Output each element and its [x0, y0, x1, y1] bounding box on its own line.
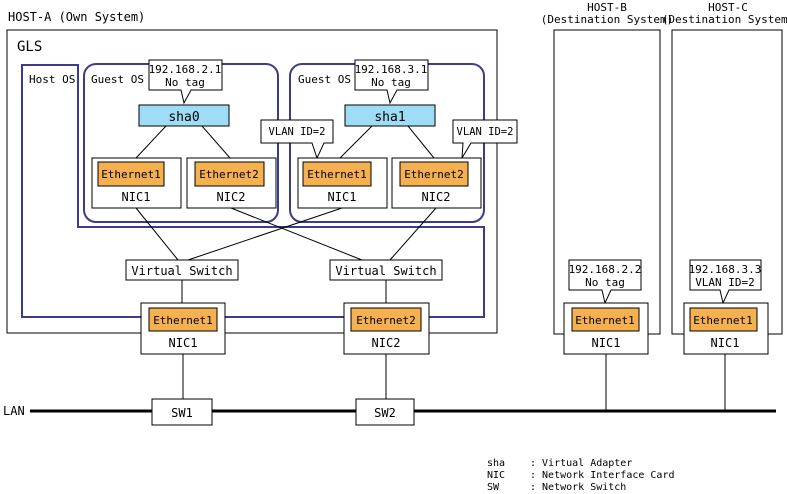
host-c-nic-label: NIC1 [711, 336, 740, 350]
guest2-tag: No tag [371, 76, 411, 89]
host-os-outline [21, 64, 485, 318]
vlan-callout-1-text: VLAN ID=2 [269, 126, 326, 138]
virtual-switch-1-label: Virtual Switch [131, 264, 232, 278]
link-g2nic1-vs1 [187, 207, 343, 261]
host-nic2-eth [350, 307, 422, 332]
vlan-callout-2-text: VLAN ID=2 [457, 126, 514, 138]
guest1-nic2-label: NIC2 [217, 190, 246, 204]
host-b-callout [568, 259, 642, 305]
link-sha0-eth1 [135, 125, 167, 159]
host-c-callout [689, 259, 762, 305]
legend-term-nic: NIC [487, 470, 505, 481]
sw2-label: SW2 [374, 406, 396, 420]
host-b-name: HOST-B [587, 1, 627, 14]
guest2-nic2-eth [399, 161, 469, 187]
legend-desc-sw: : Network Switch [530, 482, 626, 493]
link-sha0-eth2 [201, 125, 231, 159]
guest2-nic1-eth [302, 161, 372, 187]
host-c-nic-eth [689, 307, 758, 332]
host-nic2-eth-label: Ethernet2 [356, 314, 416, 327]
link-g1nic1-vs1 [135, 207, 179, 261]
host-b-nic-eth [571, 307, 640, 332]
host-c-tag: VLAN ID=2 [695, 276, 755, 289]
guest1-callout [148, 59, 223, 105]
link-sha1-eth1 [339, 125, 373, 159]
legend-desc-nic: : Network Interface Card [530, 470, 675, 481]
guest1-ip: 192.168.2.1 [149, 63, 222, 76]
host-nic2-label: NIC2 [372, 336, 401, 350]
legend-term-sw: SW [487, 482, 500, 493]
guest1-nic1-eth [97, 161, 165, 187]
sha0-adapter [138, 104, 230, 127]
link-sha1-eth2 [407, 125, 435, 159]
guest2-nic1-label: NIC1 [328, 190, 357, 204]
guest2-nic2-eth-label: Ethernet2 [404, 168, 464, 181]
host-c-subtitle: (Destination System) [662, 13, 787, 26]
host-nic1-eth-label: Ethernet1 [153, 314, 213, 327]
host-c-name: HOST-C [708, 1, 748, 14]
legend-desc-sha: : Virtual Adapter [530, 458, 632, 469]
link-g2nic2-vs2 [389, 207, 437, 261]
vlan-callout-2 [452, 119, 518, 159]
guest1-nic2-eth [194, 161, 265, 187]
sw1-label: SW1 [171, 406, 193, 420]
guest2-nic1-eth-label: Ethernet1 [307, 168, 367, 181]
host-b-ip: 192.168.2.2 [569, 263, 642, 276]
host-b-subtitle: (Destination System) [541, 13, 673, 26]
host-b-tag: No tag [585, 276, 625, 289]
guest2-nic2-label: NIC2 [422, 190, 451, 204]
sha0-label: sha0 [168, 110, 199, 125]
host-nic1-label: NIC1 [169, 336, 198, 350]
sha1-adapter [344, 104, 436, 127]
sw2-box [355, 398, 415, 426]
host-os-label: Host OS [29, 73, 75, 86]
guest1-nic1-eth-label: Ethernet1 [101, 168, 161, 181]
host-b-nic-eth-label: Ethernet1 [575, 314, 635, 327]
host-nic1-eth [148, 307, 218, 332]
host-a-title: HOST-A (Own System) [8, 10, 145, 24]
lan-label: LAN [3, 404, 25, 418]
legend-term-sha: sha [487, 458, 505, 469]
guest-os-1-label: Guest OS [91, 73, 144, 86]
sw1-box [151, 398, 213, 426]
guest1-tag: No tag [165, 76, 205, 89]
vlan-callout-1 [260, 119, 334, 160]
host-b-nic-label: NIC1 [592, 336, 621, 350]
guest1-nic2-eth-label: Ethernet2 [199, 168, 259, 181]
host-c-ip: 192.168.3.3 [689, 263, 762, 276]
guest2-callout [354, 59, 429, 105]
guest-os-2-label: Guest OS [298, 73, 351, 86]
host-c-nic-eth-label: Ethernet1 [693, 314, 753, 327]
guest2-ip: 192.168.3.1 [355, 63, 428, 76]
link-g1nic2-vs2 [230, 207, 363, 261]
virtual-switch-2-label: Virtual Switch [335, 264, 436, 278]
guest1-nic1-label: NIC1 [122, 190, 151, 204]
sha1-label: sha1 [374, 110, 405, 125]
gls-label: GLS [17, 39, 42, 55]
